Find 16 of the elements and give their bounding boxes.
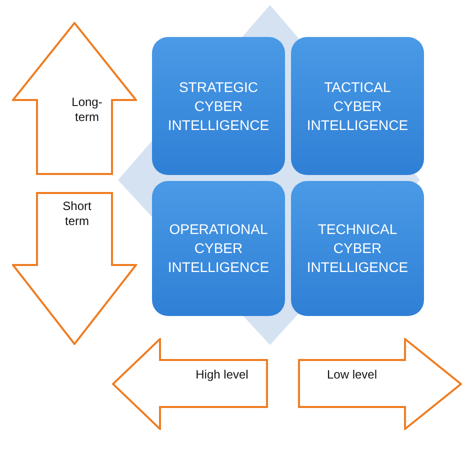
box-title: STRATEGIC CYBER INTELLIGENCE: [166, 78, 270, 134]
box-title: TECHNICAL CYBER INTELLIGENCE: [306, 220, 410, 277]
box-title: TACTICAL CYBER INTELLIGENCE: [306, 78, 410, 134]
intelligence-box: [291, 37, 424, 175]
down-arrow-shape: [12, 192, 137, 345]
box-title: OPERATIONAL CYBER INTELLIGENCE: [166, 220, 270, 277]
intelligence-box: [291, 181, 424, 316]
arrow-label: High level: [194, 368, 250, 382]
arrow-label: Long-term: [70, 95, 104, 125]
intelligence-box: [152, 37, 285, 175]
left-arrow-shape: [112, 338, 268, 430]
right-arrow-shape: [298, 338, 462, 430]
arrow-label: Short term: [62, 199, 92, 229]
up-arrow-shape: [12, 22, 137, 175]
intelligence-box: [152, 181, 285, 316]
arrow-label: Low level: [326, 368, 378, 382]
